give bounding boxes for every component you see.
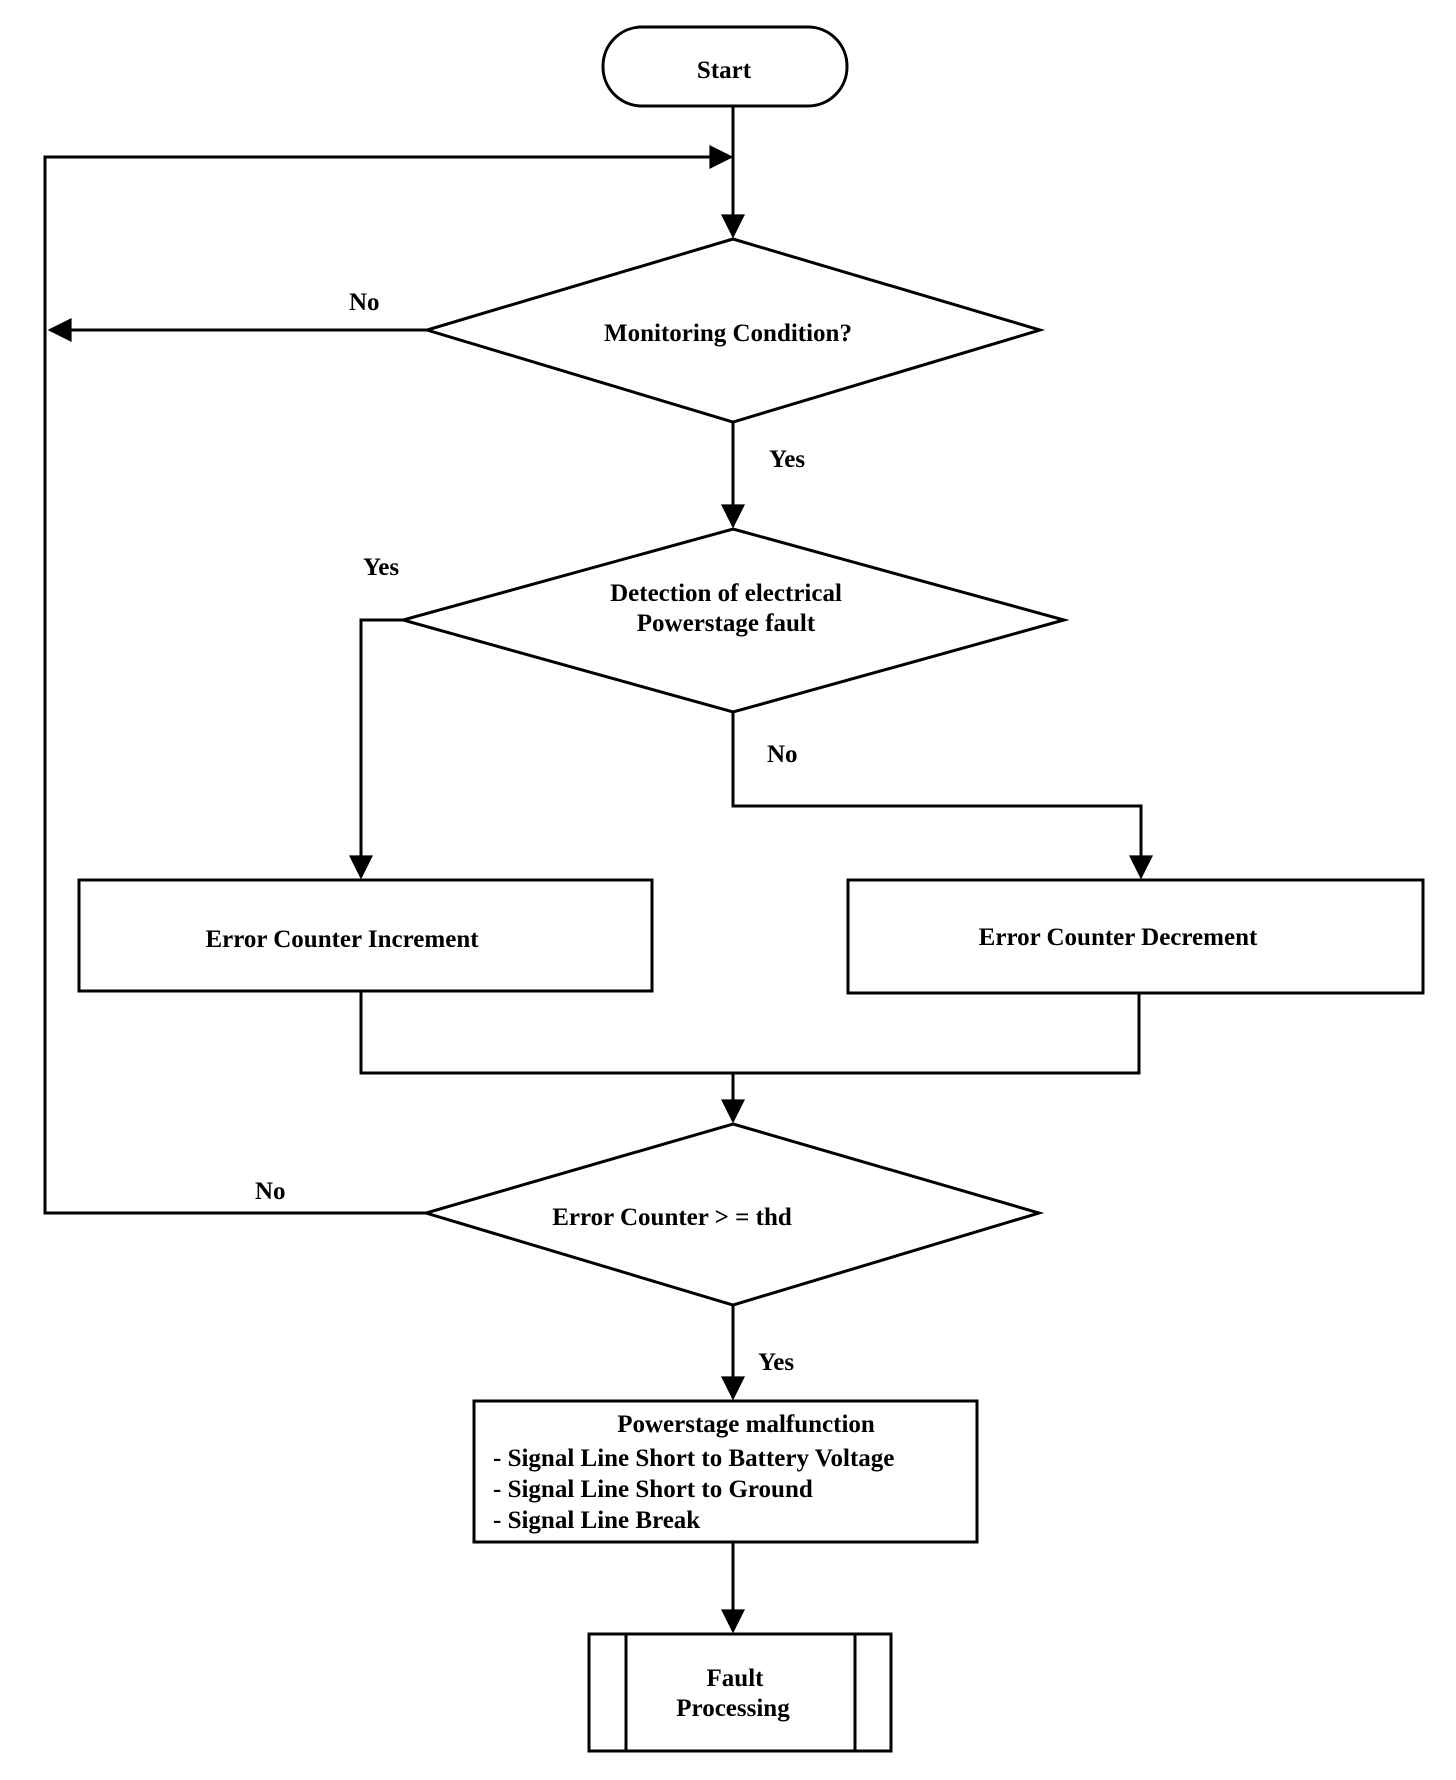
increment-label: Error Counter Increment bbox=[205, 926, 479, 953]
threshold-yes-label: Yes bbox=[758, 1349, 794, 1376]
start-node: Start bbox=[601, 25, 849, 108]
detection-yes-label: Yes bbox=[363, 554, 399, 581]
decrement-node: Error Counter Decrement bbox=[846, 878, 1425, 995]
fault-label-line1: Fault bbox=[707, 1665, 765, 1692]
threshold-decision: Error Counter > = thd bbox=[420, 1122, 1045, 1307]
detection-no-label: No bbox=[767, 741, 798, 768]
malfunction-item: - Signal Line Break bbox=[493, 1507, 700, 1534]
start-label: Start bbox=[697, 57, 752, 84]
malfunction-node: Powerstage malfunction - Signal Line Sho… bbox=[472, 1399, 979, 1544]
malfunction-title: Powerstage malfunction bbox=[617, 1411, 875, 1438]
fault-label-line2: Processing bbox=[676, 1695, 790, 1722]
threshold-no-label: No bbox=[255, 1178, 286, 1205]
edge-detection-yes bbox=[349, 618, 403, 880]
detection-label-line2: Powerstage fault bbox=[637, 610, 816, 637]
detection-label-line1: Detection of electrical bbox=[610, 580, 842, 607]
malfunction-item: - Signal Line Short to Battery Voltage bbox=[493, 1445, 894, 1472]
monitoring-no-label: No bbox=[349, 289, 380, 316]
malfunction-item: - Signal Line Short to Ground bbox=[493, 1476, 813, 1503]
increment-node: Error Counter Increment bbox=[77, 878, 654, 993]
fault-processing-node: Fault Processing bbox=[587, 1632, 893, 1753]
edge-loop-back bbox=[43, 145, 734, 1215]
edge-merge bbox=[359, 991, 1141, 1075]
edge-detection-no bbox=[731, 712, 1153, 880]
threshold-label: Error Counter > = thd bbox=[552, 1204, 792, 1231]
monitoring-label: Monitoring Condition? bbox=[604, 320, 852, 347]
decrement-label: Error Counter Decrement bbox=[979, 924, 1258, 951]
monitoring-decision: Monitoring Condition? bbox=[421, 237, 1046, 424]
detection-decision: Detection of electrical Powerstage fault bbox=[397, 527, 1070, 714]
monitoring-yes-label: Yes bbox=[769, 446, 805, 473]
